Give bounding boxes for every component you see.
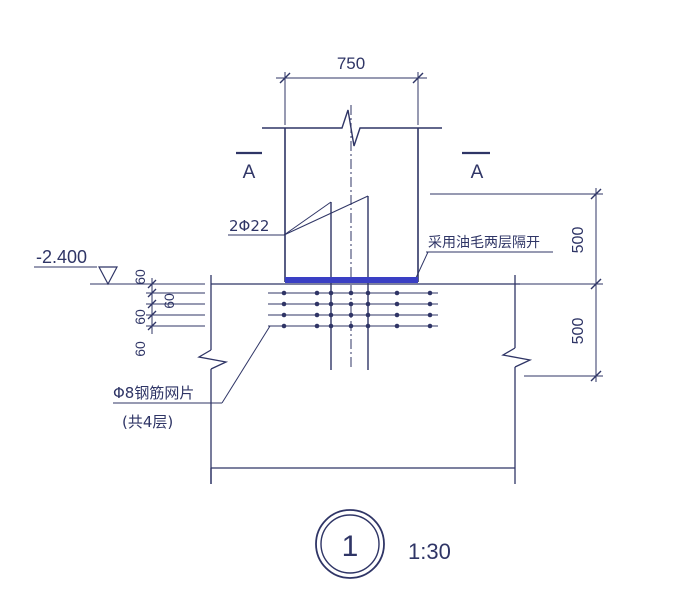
section-mark-left: A <box>236 151 262 183</box>
mesh-rebar-dot <box>394 323 400 329</box>
mesh-rebar-dot <box>281 290 287 296</box>
mesh-rebar-dot <box>427 301 433 307</box>
spacing-dimensions: 60 60 60 60 <box>132 269 205 357</box>
detail-marker: 1 1:30 <box>315 509 451 579</box>
spacing-label-4: 60 <box>132 341 148 357</box>
mesh-rebar-dot <box>314 301 320 307</box>
mesh-rebar-dot <box>348 301 354 307</box>
mesh-rebar-dot <box>328 312 334 318</box>
section-label-right: A <box>471 162 484 183</box>
mesh-rebar-dot <box>365 301 371 307</box>
detail-circle-outer <box>315 509 385 579</box>
elevation-triangle-icon <box>98 266 118 286</box>
column <box>262 105 442 370</box>
spacing-label-3: 60 <box>132 309 148 325</box>
detail-number: 1 <box>342 530 359 563</box>
dim-bottom-label: 500 <box>570 318 587 345</box>
mesh-rebar-dot <box>427 323 433 329</box>
mesh-rebar-dot <box>365 323 371 329</box>
foundation <box>197 275 533 484</box>
detail-circle-inner <box>320 514 380 574</box>
dim-top-label: 500 <box>570 227 587 254</box>
scale-label: 1:30 <box>408 539 451 564</box>
mesh-rebar-dot <box>281 301 287 307</box>
mesh-rebar-dot <box>394 301 400 307</box>
elevation-mark: -2.400 <box>34 247 205 286</box>
mesh-rebar-dot <box>281 323 287 329</box>
mesh-rebar-dot <box>328 323 334 329</box>
mesh-layers-label: (共4层) <box>122 413 173 431</box>
mesh-rebar-dot <box>427 290 433 296</box>
mesh-rebar-dot <box>365 312 371 318</box>
mesh-rebar-dot <box>394 312 400 318</box>
spacing-label-1: 60 <box>132 269 148 285</box>
mesh-rebar-dot <box>314 312 320 318</box>
rebar-mesh <box>268 290 438 329</box>
mesh-rebar-dot <box>348 323 354 329</box>
dimension-width: 750 <box>276 54 427 125</box>
dimension-heights: 500 500 <box>430 188 603 382</box>
mesh-rebar-dot <box>314 323 320 329</box>
mesh-rebar-dot <box>365 290 371 296</box>
mesh-rebar-dot <box>348 312 354 318</box>
mesh-rebar-dot <box>328 290 334 296</box>
mesh-rebar-dot <box>394 290 400 296</box>
column-break-line <box>262 109 442 147</box>
mesh-rebar-dot <box>348 290 354 296</box>
rebar-label: 2Φ22 <box>229 217 269 235</box>
separation-note-label: 采用油毛两层隔开 <box>428 235 540 251</box>
section-mark-right: A <box>462 151 490 183</box>
spacing-label-2: 60 <box>161 293 177 309</box>
felt-layer <box>285 277 418 283</box>
mesh-rebar-dot <box>281 312 287 318</box>
mesh-rebar-dot <box>314 290 320 296</box>
mesh-label: Φ8钢筋网片 <box>113 384 194 402</box>
elevation-label: -2.400 <box>36 247 87 267</box>
section-label-left: A <box>243 162 256 183</box>
separation-note: 采用油毛两层隔开 <box>414 235 553 281</box>
mesh-note: Φ8钢筋网片 (共4层) <box>113 325 271 431</box>
mesh-rebar-dot <box>328 301 334 307</box>
dim-width-label: 750 <box>337 54 365 73</box>
mesh-rebar-dot <box>427 312 433 318</box>
